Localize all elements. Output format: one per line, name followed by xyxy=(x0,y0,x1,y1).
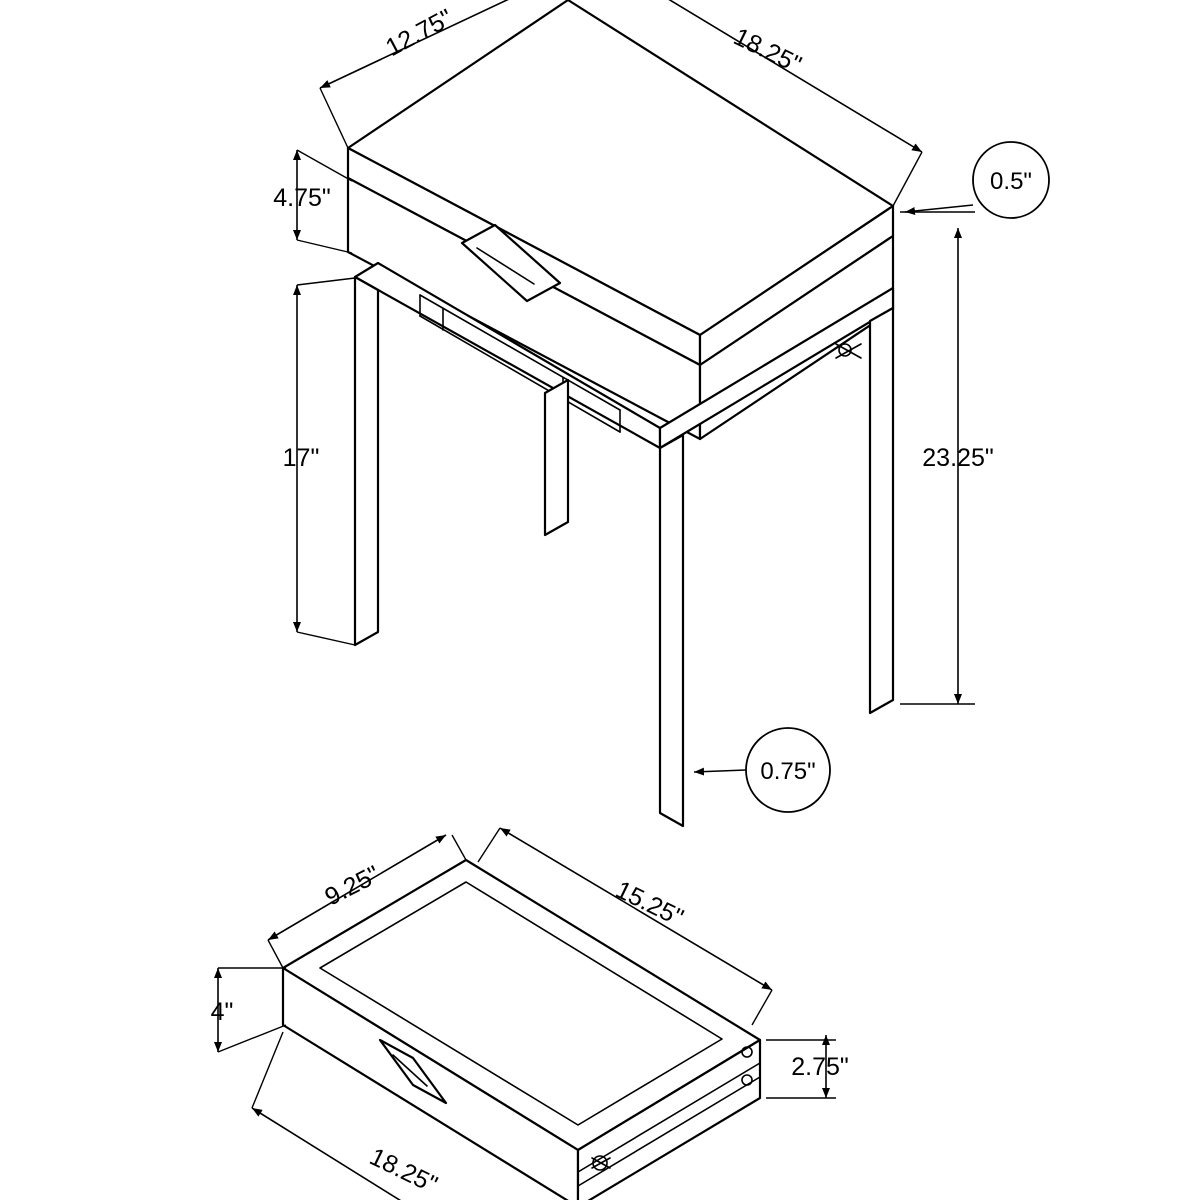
dim-depth-top-ext-a xyxy=(319,87,349,149)
callout-leg-thickness-bubble xyxy=(745,727,831,813)
dim-leg-height-ext-top xyxy=(296,277,356,286)
assembled-table-view: 12.75" 18.25" 4.75" 17" 23.25" 0.5" xyxy=(273,0,1050,828)
callout-top-thickness-leader xyxy=(904,204,974,215)
dim-drawer-height-ext-bot xyxy=(296,239,353,254)
leg-front-left xyxy=(353,275,380,647)
dim-drawer-width-line xyxy=(499,827,773,991)
dim-width-top-ext-a xyxy=(892,151,923,207)
handle-inner-line xyxy=(476,247,535,285)
dim-width-top-line xyxy=(668,0,923,153)
dim-drawer-depth-ext-a xyxy=(267,939,284,969)
callout-leg-thickness-label: 0.75" xyxy=(760,758,815,785)
dim-drawer-depth-label: 9.25" xyxy=(320,860,384,911)
dim-drawer-width-ext-a xyxy=(477,827,501,863)
drawer-pull-handle xyxy=(460,223,562,303)
dim-drawer-height-label: 4.75" xyxy=(273,184,331,212)
frame-stretcher-f xyxy=(419,315,621,433)
callout-leg-thickness-leader xyxy=(693,767,747,776)
callout-top-thickness-bubble xyxy=(972,141,1050,219)
leg-rear-right xyxy=(868,306,895,715)
leg-front-right-foot xyxy=(659,812,684,827)
drawer-front-band-line xyxy=(577,1062,761,1173)
dim-drawer-side-height-ext-bot xyxy=(217,1024,287,1053)
dim-overall-height-label: 23.25" xyxy=(922,444,993,472)
leg-rear-left xyxy=(543,378,570,537)
dim-drawer-front-width-label: 18.25" xyxy=(365,1143,441,1199)
dim-depth-top-line xyxy=(319,0,509,89)
dim-drawer-width-ext-b xyxy=(751,989,773,1026)
drawer-box-handle xyxy=(378,1038,448,1105)
drawer-bottom-edge xyxy=(282,1024,761,1200)
frame-rail-inner-line xyxy=(377,262,894,429)
dim-width-top-label: 18.25" xyxy=(729,23,805,79)
dim-leg-height-label: 17" xyxy=(283,444,320,472)
dim-drawer-height-ext-top xyxy=(296,149,353,182)
callout-top-thickness-label: 0.5" xyxy=(990,168,1032,195)
drawer-screw-icon-c xyxy=(592,1155,608,1171)
leg-front-left-foot xyxy=(354,631,379,646)
dim-drawer-depth-line xyxy=(267,834,447,941)
drawer-screw-line-b xyxy=(591,1157,611,1169)
dim-depth-top-label: 12.75" xyxy=(381,4,457,62)
dim-drawer-width-label: 15.25" xyxy=(611,876,687,932)
dim-drawer-front-width-ext-a xyxy=(251,1031,284,1109)
hardware-line-b xyxy=(835,343,862,359)
dim-leg-height-ext-bot xyxy=(296,631,356,646)
leg-front-right xyxy=(658,433,685,828)
drawer-box-view: 9.25" 15.25" 4" 2.75" 18.25" xyxy=(211,827,849,1200)
dim-drawer-depth-ext-b xyxy=(451,834,467,861)
dim-drawer-front-width-line xyxy=(251,1107,402,1200)
frame-stretcher-a xyxy=(419,294,621,411)
leg-rear-right-foot xyxy=(869,699,894,714)
drawer-screw-icon-b xyxy=(741,1074,753,1086)
drawer-screw-icon-a xyxy=(741,1046,753,1058)
dim-drawer-side-height-label: 4" xyxy=(211,998,234,1026)
dim-drawer-front-height-label: 2.75" xyxy=(791,1053,849,1081)
drawer-box-handle-inner xyxy=(392,1054,428,1087)
